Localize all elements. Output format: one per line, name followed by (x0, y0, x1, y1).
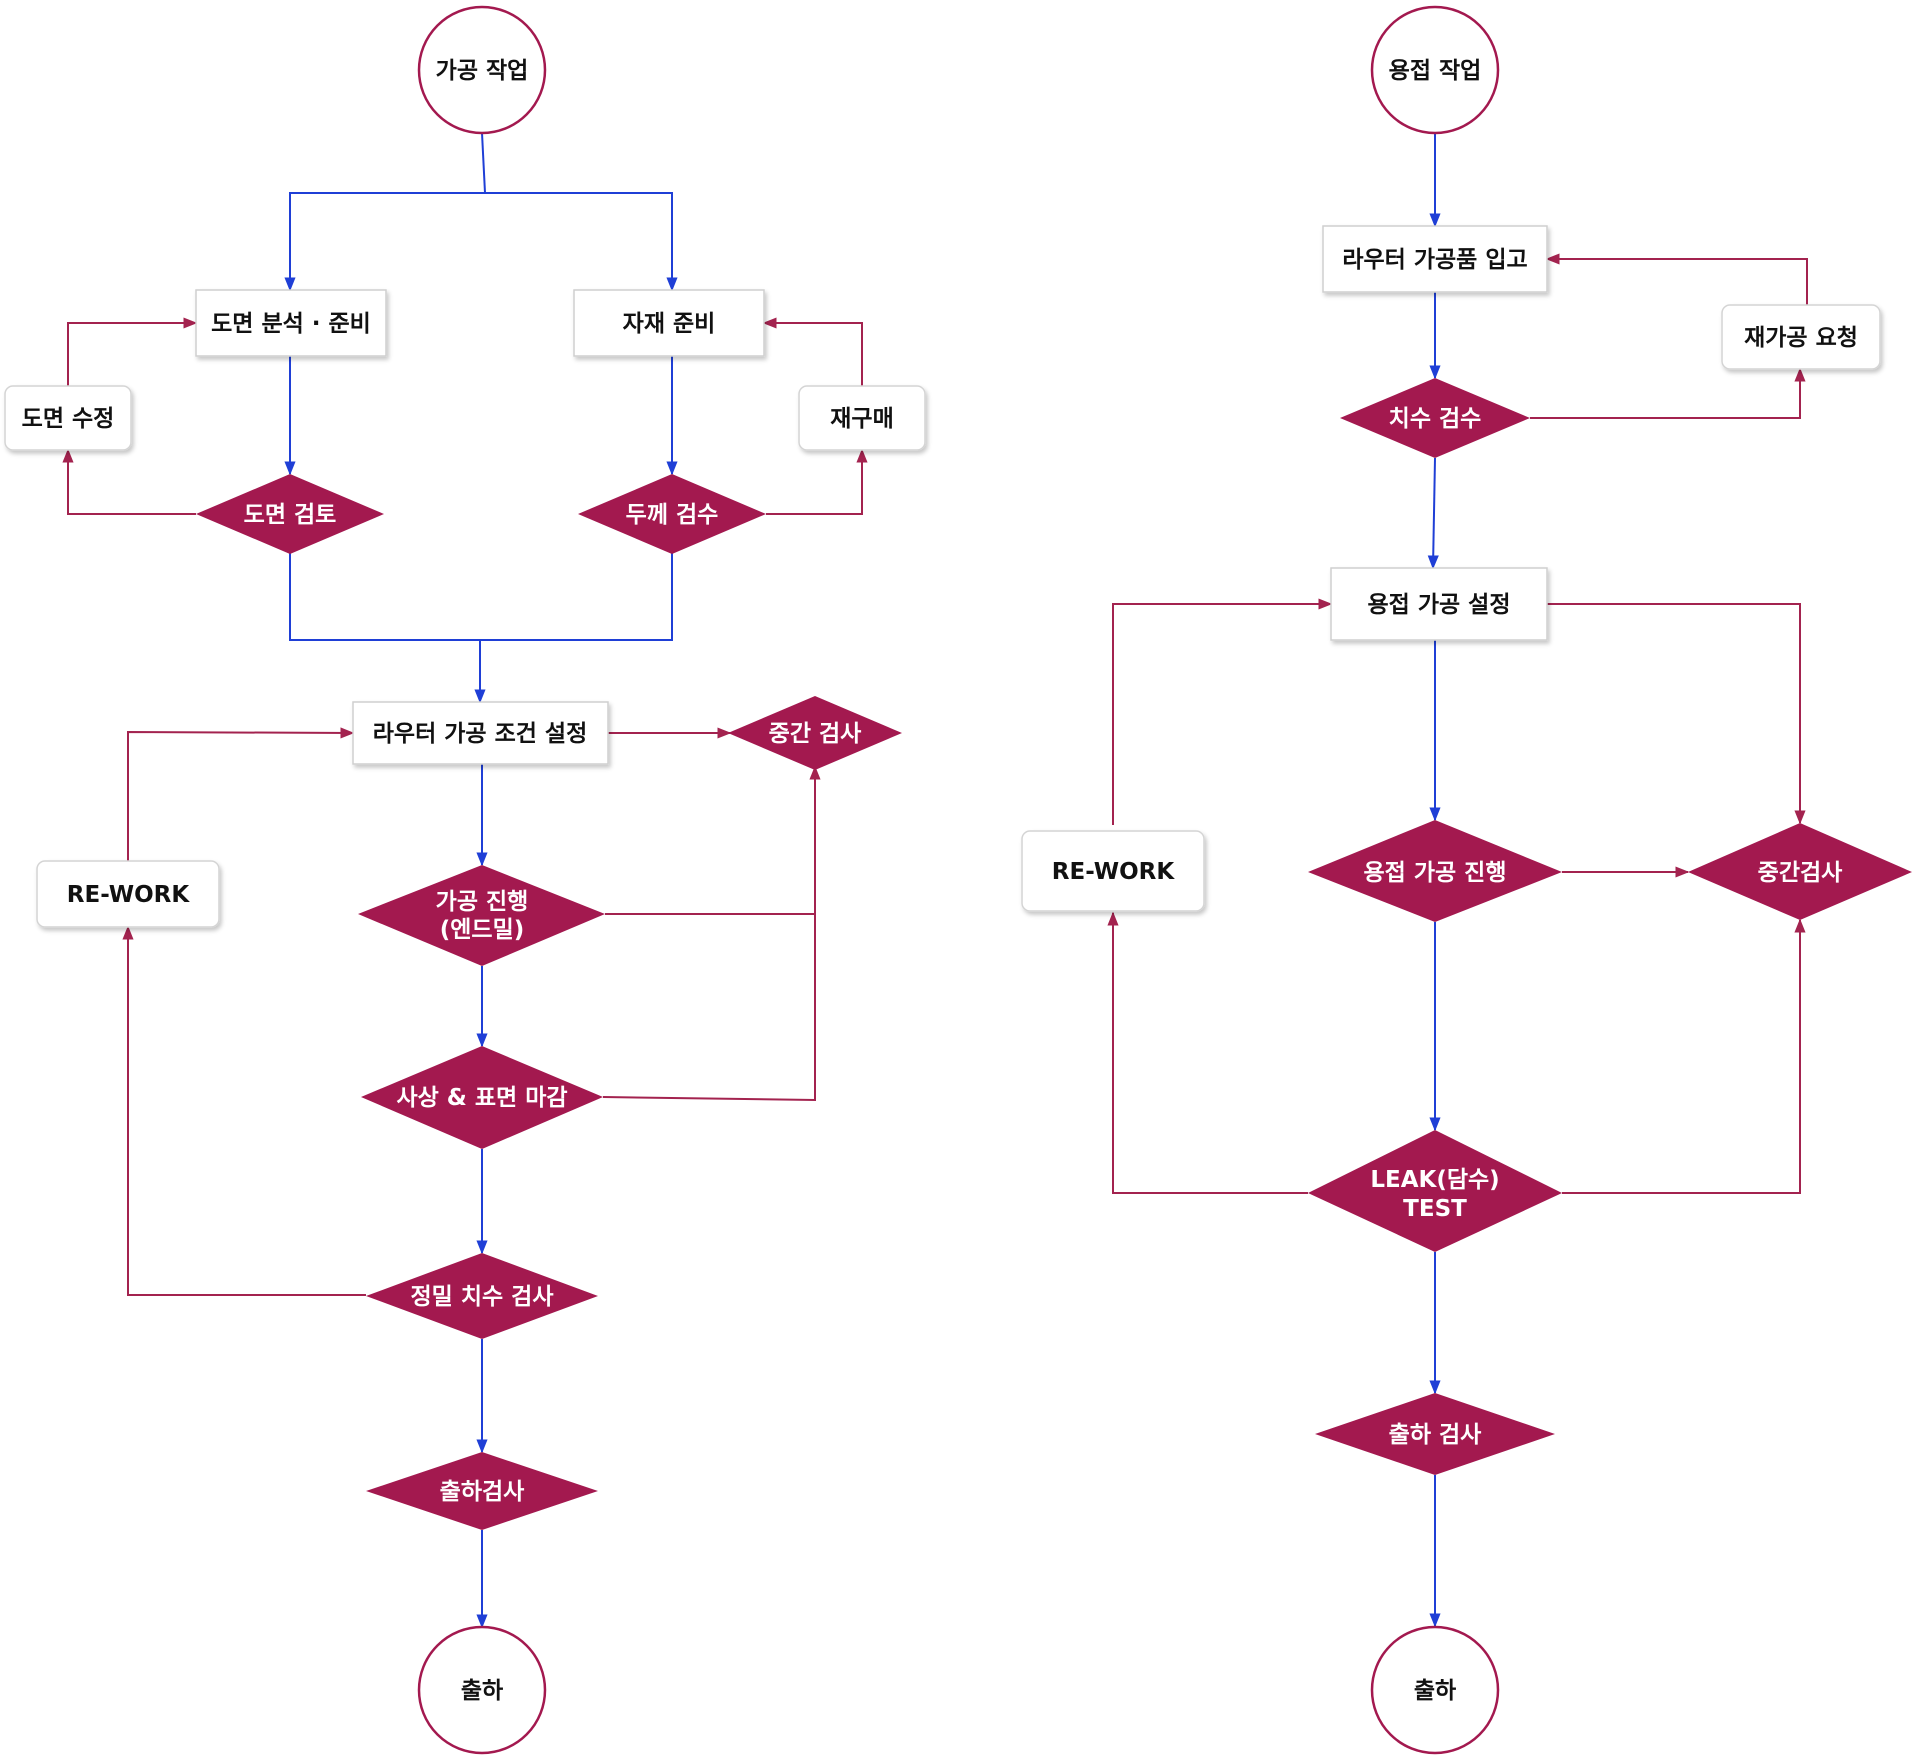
right-connectors (1107, 133, 1808, 1628)
right-shipcheck-label: 출하 검사 (1389, 1422, 1482, 1448)
dim-check-diamond: 치수 검수 (1340, 378, 1530, 458)
edge-fix-to-drawing-prep (67, 317, 198, 386)
edge-thickness-to-rebuy (766, 448, 868, 515)
edge-r-dimcheck-to-setup (1427, 457, 1439, 570)
router-input-label: 라우터 가공품 입고 (1342, 247, 1527, 273)
machining-label-line1: 가공 진행 (436, 889, 529, 915)
edge-start-to-split (481, 132, 486, 194)
drawing-prep-label: 도면 분석 · 준비 (211, 311, 371, 337)
left-shipcheck-label: 출하검사 (440, 1479, 525, 1505)
edge-r-rework-to-setup (1112, 598, 1333, 825)
welding-diamond: 용접 가공 진행 (1308, 820, 1562, 922)
edge-rework-to-router (127, 727, 355, 861)
right-rework-box: RE-WORK (1021, 830, 1205, 912)
right-shipcheck-diamond: 출하 검사 (1315, 1393, 1555, 1475)
left-connectors (62, 132, 868, 1629)
right-start-label: 용접 작업 (1389, 58, 1482, 84)
left-rework-box: RE-WORK (36, 860, 220, 928)
leak-test-diamond: LEAK(담수) TEST (1308, 1130, 1562, 1252)
left-end-label: 출하 (461, 1678, 503, 1704)
router-input-box: 라우터 가공품 입고 (1322, 225, 1548, 293)
rebuy-box: 재구매 (798, 385, 926, 451)
edge-r-setup-to-midcheck (1547, 603, 1806, 825)
left-rework-label: RE-WORK (67, 882, 191, 908)
welding-label: 용접 가공 진행 (1364, 860, 1507, 886)
edge-r-leak-to-midcheck (1562, 918, 1806, 1194)
router-setup-label: 라우터 가공 조건 설정 (373, 721, 587, 747)
weld-setup-box: 용접 가공 설정 (1330, 567, 1548, 641)
right-start-node: 용접 작업 (1370, 5, 1500, 135)
right-midcheck-label: 중간검사 (1758, 860, 1843, 886)
material-prep-label: 자재 준비 (623, 311, 716, 337)
edge-review-to-merge (289, 552, 480, 641)
left-midcheck-label: 중간 검사 (769, 721, 862, 747)
leak-test-label-line1: LEAK(담수) (1370, 1167, 1499, 1193)
edge-precision-to-rework (122, 925, 366, 1296)
edge-r-dimcheck-to-request (1530, 367, 1806, 419)
left-shipcheck-diamond: 출하검사 (366, 1452, 598, 1530)
left-start-label: 가공 작업 (436, 58, 529, 84)
thickness-check-diamond: 두께 검수 (578, 474, 766, 554)
edge-split-to-material-prep (485, 192, 678, 292)
left-midcheck-diamond: 중간 검사 (728, 696, 902, 770)
drawing-review-diamond: 도면 검토 (196, 474, 384, 554)
finishing-label: 사상 & 표면 마감 (396, 1085, 567, 1111)
drawing-review-label: 도면 검토 (244, 502, 337, 528)
rework-request-label: 재가공 요청 (1744, 325, 1858, 351)
edge-thickness-to-merge (474, 552, 673, 704)
right-end-label: 출하 (1414, 1678, 1456, 1704)
machining-label-line2: (엔드밀) (440, 917, 525, 943)
right-rework-label: RE-WORK (1052, 859, 1176, 885)
edge-finishing-to-midcheck (602, 914, 816, 1102)
edge-review-to-fix (62, 448, 196, 515)
edge-machining-to-midcheck (605, 765, 821, 915)
rework-request-box: 재가공 요청 (1721, 304, 1881, 370)
machining-diamond: 가공 진행 (엔드밀) (358, 865, 605, 966)
router-setup-box: 라우터 가공 조건 설정 (352, 701, 609, 765)
thickness-check-label: 두께 검수 (626, 502, 719, 528)
left-end-node: 출하 (417, 1625, 547, 1755)
dim-check-label: 치수 검수 (1389, 406, 1482, 432)
drawing-prep-box: 도면 분석 · 준비 (195, 289, 387, 357)
left-start-node: 가공 작업 (417, 5, 547, 135)
rebuy-label: 재구매 (830, 406, 893, 432)
precision-check-label: 정밀 치수 검사 (411, 1284, 554, 1310)
right-end-node: 출하 (1370, 1625, 1500, 1755)
edge-rebuy-to-material-prep (762, 317, 863, 386)
drawing-fix-label: 도면 수정 (22, 406, 115, 432)
edge-r-request-to-input (1545, 253, 1808, 305)
finishing-diamond: 사상 & 표면 마감 (361, 1046, 603, 1149)
right-midcheck-diamond: 중간검사 (1688, 823, 1912, 920)
precision-check-diamond: 정밀 치수 검사 (366, 1253, 598, 1339)
material-prep-box: 자재 준비 (573, 289, 765, 357)
edge-r-leak-to-rework (1107, 911, 1308, 1194)
weld-setup-label: 용접 가공 설정 (1368, 592, 1511, 618)
drawing-fix-box: 도면 수정 (4, 385, 132, 451)
edge-split-to-drawing-prep (284, 192, 485, 292)
leak-test-label-line2: TEST (1403, 1196, 1467, 1222)
